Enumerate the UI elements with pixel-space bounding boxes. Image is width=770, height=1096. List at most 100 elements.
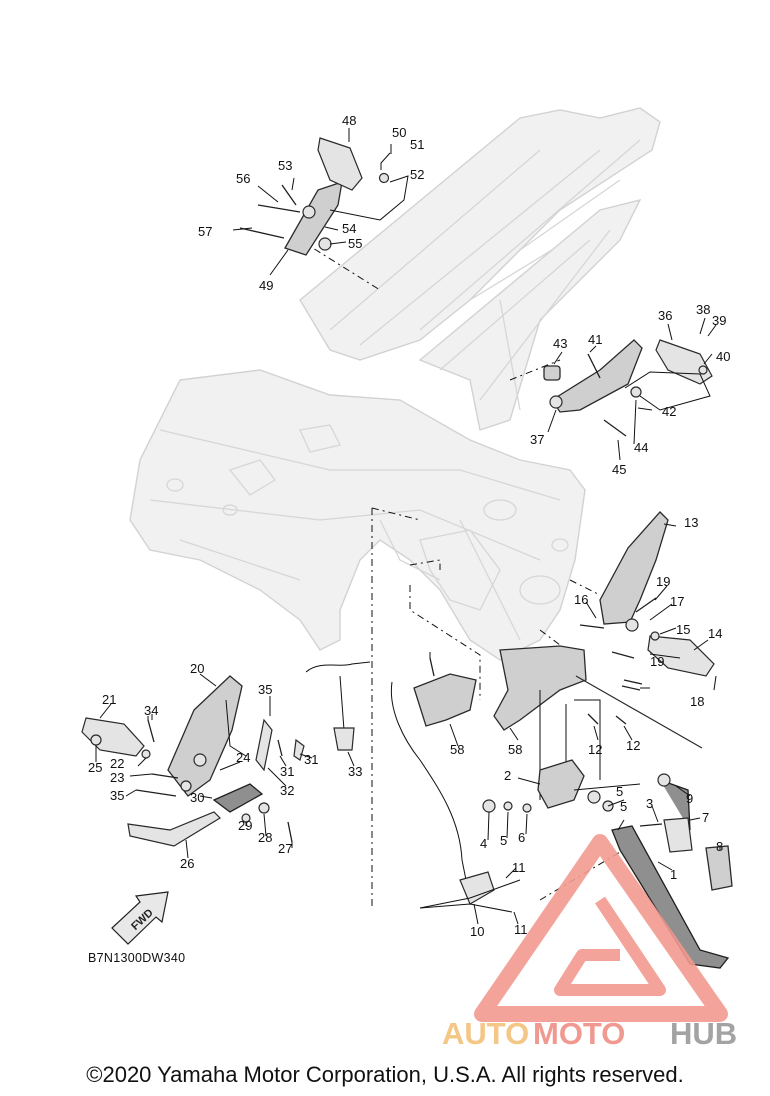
callout-54: 56 — [236, 171, 250, 186]
callout-19b: 19 — [650, 654, 664, 669]
callout-55: 57 — [198, 224, 212, 239]
callout-35: 34 — [144, 703, 158, 718]
callout-56: 58 — [508, 742, 522, 757]
main-frame-ghost — [129, 107, 661, 661]
callout-31: 31 — [280, 764, 294, 779]
callout-52: 54 — [342, 221, 356, 236]
callout-1: 1 — [670, 867, 677, 882]
brake-lever-arm — [212, 783, 264, 813]
callout-6: 6 — [518, 830, 525, 845]
callout-13: 13 — [684, 515, 698, 530]
callout-5b: 5 — [620, 799, 627, 814]
watermark-hub: HUB — [670, 1016, 737, 1051]
callout-57: 58 — [450, 742, 464, 757]
callout-16: 16 — [574, 592, 588, 607]
callout-27: 27 — [278, 841, 292, 856]
callout-39: 39 — [712, 313, 726, 328]
callout-19: 19 — [656, 574, 670, 589]
callout-33: 33 — [348, 764, 362, 779]
left-heel-guard-bracket — [167, 675, 243, 797]
callout-22: 22 — [110, 756, 124, 771]
watermark-triangle-icon — [474, 834, 728, 1022]
rear-footrest-right — [655, 339, 713, 385]
callout-47: 49 — [259, 278, 273, 293]
callout-34: 35 — [258, 682, 272, 697]
callout-50: 52 — [410, 167, 424, 182]
callout-15: 15 — [676, 622, 690, 637]
rear-right-footrest-assembly — [543, 317, 717, 461]
copyright-notice: ©2020 Yamaha Motor Corporation, U.S.A. A… — [86, 1062, 684, 1087]
callout-17: 17 — [670, 594, 684, 609]
callout-28: 28 — [258, 830, 272, 845]
callout-9: 9 — [686, 791, 693, 806]
sidestand-cover — [705, 845, 733, 891]
callout-7: 7 — [702, 810, 709, 825]
callout-32: 32 — [280, 783, 294, 798]
callout-10: 10 — [470, 924, 484, 939]
callout-48: 50 — [392, 125, 406, 140]
rear-left-footrest-assembly — [232, 128, 409, 276]
callout-45: 45 — [612, 462, 626, 477]
callout-25: 25 — [88, 760, 102, 775]
callout-12: 12 — [588, 742, 602, 757]
nut — [482, 799, 496, 813]
callout-5: 5 — [616, 784, 623, 799]
forward-direction-arrow: FWD — [111, 891, 169, 945]
sidestand-assembly — [482, 759, 733, 969]
shaft-rod — [575, 675, 703, 749]
callout-49: 51 — [410, 137, 424, 152]
callout-53: 55 — [348, 236, 362, 251]
callout-18: 18 — [690, 694, 704, 709]
callout-labels: 48 50 51 52 53 56 57 54 55 49 36 38 39 4… — [88, 113, 730, 939]
watermark-moto: MOTO — [533, 1016, 625, 1051]
brake-pedal — [127, 811, 221, 847]
callout-30: 30 — [190, 790, 204, 805]
callout-11: 11 — [512, 860, 526, 875]
callout-4: 4 — [480, 836, 487, 851]
washer — [503, 801, 513, 811]
exploded-parts-diagram: 48 50 51 52 53 56 57 54 55 49 36 38 39 4… — [81, 107, 737, 1051]
rear-footrest-left — [317, 137, 363, 191]
callout-44: 44 — [634, 440, 648, 455]
sidestand-bracket — [537, 759, 585, 809]
callout-14: 14 — [708, 626, 722, 641]
callout-51: 53 — [278, 158, 292, 173]
right-rider-footrest-assembly — [579, 511, 717, 691]
center-plate-assembly — [413, 645, 650, 800]
brake-switch-harness — [305, 661, 371, 767]
callout-11b: 11 — [514, 922, 528, 937]
sidestand-switch-cable — [390, 681, 521, 925]
brake-switch — [333, 727, 355, 751]
rear-footrest-bracket-left — [284, 181, 343, 256]
right-heel-guard-bracket — [599, 511, 669, 625]
fwd-arrow-icon — [111, 891, 169, 945]
diagram-code: B7N1300DW340 — [88, 951, 185, 965]
callout-31b: 31 — [304, 752, 318, 767]
callout-46: 48 — [342, 113, 356, 128]
callout-43: 43 — [553, 336, 567, 351]
callout-2: 2 — [504, 768, 511, 783]
callout-24: 24 — [236, 750, 250, 765]
callout-42: 42 — [662, 404, 676, 419]
callout-20: 20 — [190, 661, 204, 676]
callout-26: 26 — [180, 856, 194, 871]
callout-37: 37 — [530, 432, 544, 447]
callout-40: 40 — [716, 349, 730, 364]
callout-36: 36 — [658, 308, 672, 323]
callout-12b: 12 — [626, 738, 640, 753]
automotohub-watermark: AUTO MOTO HUB — [442, 834, 737, 1051]
rear-footrest-bracket-right — [551, 339, 643, 413]
callout-5c: 5 — [500, 833, 507, 848]
left-rider-footrest-assembly — [81, 673, 313, 859]
callout-3: 3 — [646, 796, 653, 811]
right-rider-footrest — [647, 635, 715, 677]
brake-spring — [255, 718, 273, 772]
callout-38: 38 — [696, 302, 710, 317]
callout-35b: 35 — [110, 788, 124, 803]
mounting-plate — [413, 673, 477, 727]
callout-21: 21 — [102, 692, 116, 707]
watermark-auto: AUTO — [442, 1016, 529, 1051]
callout-29: 29 — [238, 818, 252, 833]
sidestand-switch — [459, 871, 495, 905]
